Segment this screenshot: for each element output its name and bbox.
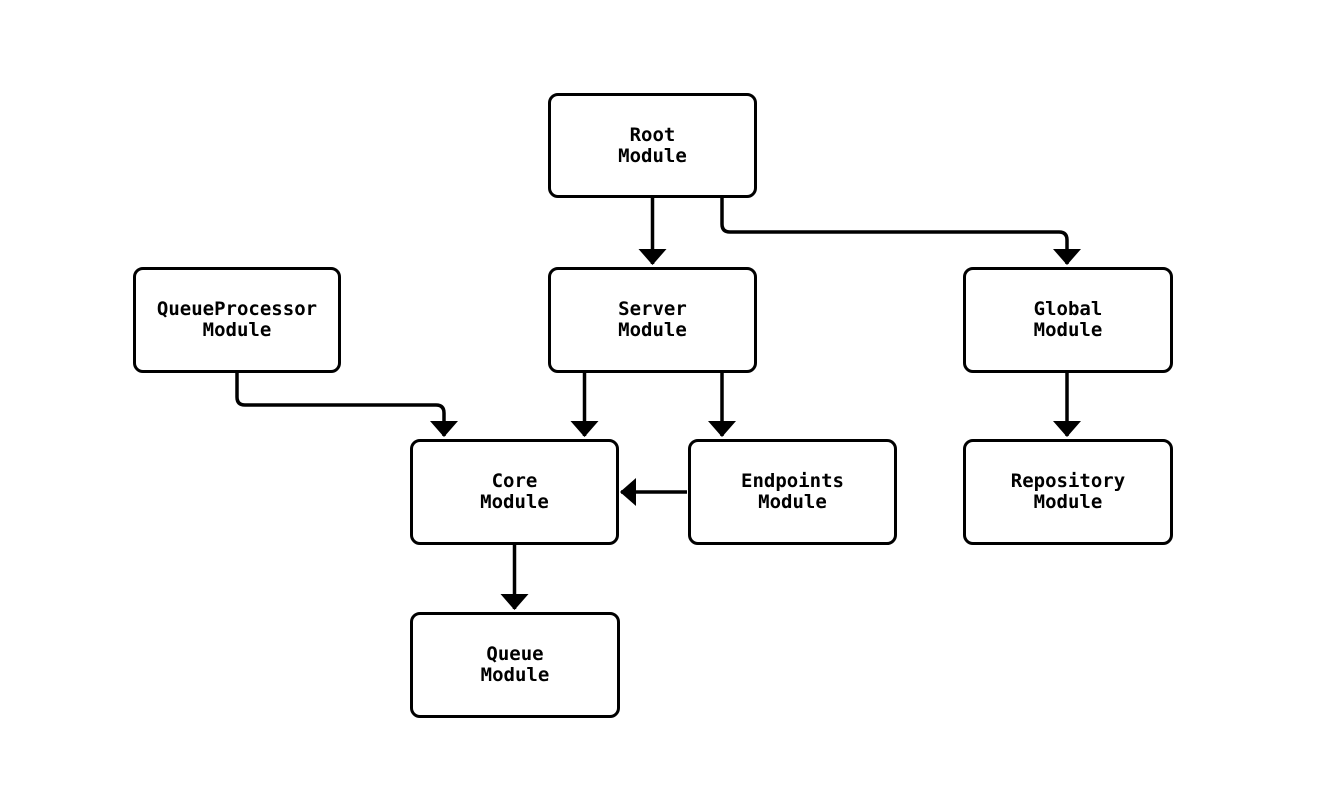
node-label-line2: Module [618,319,687,341]
edge-root-to-global [720,198,1081,265]
node-label-line1: Core [491,470,538,492]
node-label-line1: Global [1033,298,1103,320]
node-root-module: Root Module [548,93,757,198]
node-global-module: Global Module [963,267,1173,373]
node-label-line1: Root [629,123,676,146]
node-label-line2: Module [618,144,687,167]
node-label-line2: Module [480,491,549,513]
node-label-line2: Module [1033,491,1103,513]
node-queue-module: Queue Module [410,612,620,718]
node-core-module: Core Module [410,439,619,545]
node-label-line2: Module [1033,319,1103,341]
node-label-line1: Endpoints [741,470,844,492]
node-label-line2: Module [480,664,550,686]
node-label-line1: Repository [1010,470,1126,492]
node-queueprocessor-module: QueueProcessor Module [133,267,341,373]
node-repository-module: Repository Module [963,439,1173,545]
node-label-line2: Module [758,491,827,513]
node-label-line1: Queue [486,643,544,665]
node-server-module: Server Module [548,267,757,373]
edge-queueprocessor-to-core [235,372,458,437]
node-label-line2: Module [202,319,272,341]
node-label-line1: Server [618,298,687,320]
node-endpoints-module: Endpoints Module [688,439,897,545]
node-label-line1: QueueProcessor [156,298,318,320]
